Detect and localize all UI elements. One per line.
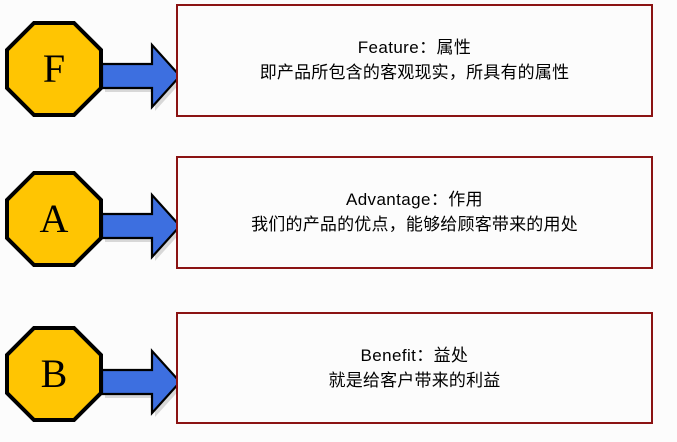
right-arrow-icon [100,348,183,417]
diagram-row-feature: F Feature：属性 即产品所包含的客观现实，所具有的属性 [0,4,677,120]
right-arrow-icon-benefit [98,342,184,418]
feature-description: 即产品所包含的客观现实，所具有的属性 [259,63,570,82]
badge-letter-advantage: A [40,196,69,241]
octagon-shape: B [5,326,103,422]
diagram-row-advantage: A Advantage：作用 我们的产品的优点，能够给顾客带来的用处 [0,156,677,272]
right-arrow-icon-advantage [98,186,184,262]
right-arrow-icon-feature [98,36,184,112]
octagon-shape: A [5,171,103,267]
badge-octagon-benefit[interactable]: B [4,325,104,423]
text-box-advantage: Advantage：作用 我们的产品的优点，能够给顾客带来的用处 [176,156,653,269]
advantage-description: 我们的产品的优点，能够给顾客带来的用处 [251,215,578,234]
feature-heading: Feature：属性 [357,38,472,57]
octagon-shape: F [5,21,103,117]
advantage-heading: Advantage：作用 [345,190,484,209]
right-arrow-icon [100,42,183,111]
diagram-row-benefit: B Benefit：益处 就是给客户带来的利益 [0,312,677,428]
right-arrow-icon [100,192,183,261]
badge-octagon-feature[interactable]: F [4,20,104,118]
badge-letter-feature: F [43,46,65,91]
benefit-heading: Benefit：益处 [360,345,469,365]
badge-letter-benefit: B [41,351,68,396]
text-box-feature: Feature：属性 即产品所包含的客观现实，所具有的属性 [176,4,653,117]
text-box-benefit: Benefit：益处 就是给客户带来的利益 [176,312,653,424]
badge-octagon-advantage[interactable]: A [4,170,104,268]
benefit-description: 就是给客户带来的利益 [328,370,501,390]
